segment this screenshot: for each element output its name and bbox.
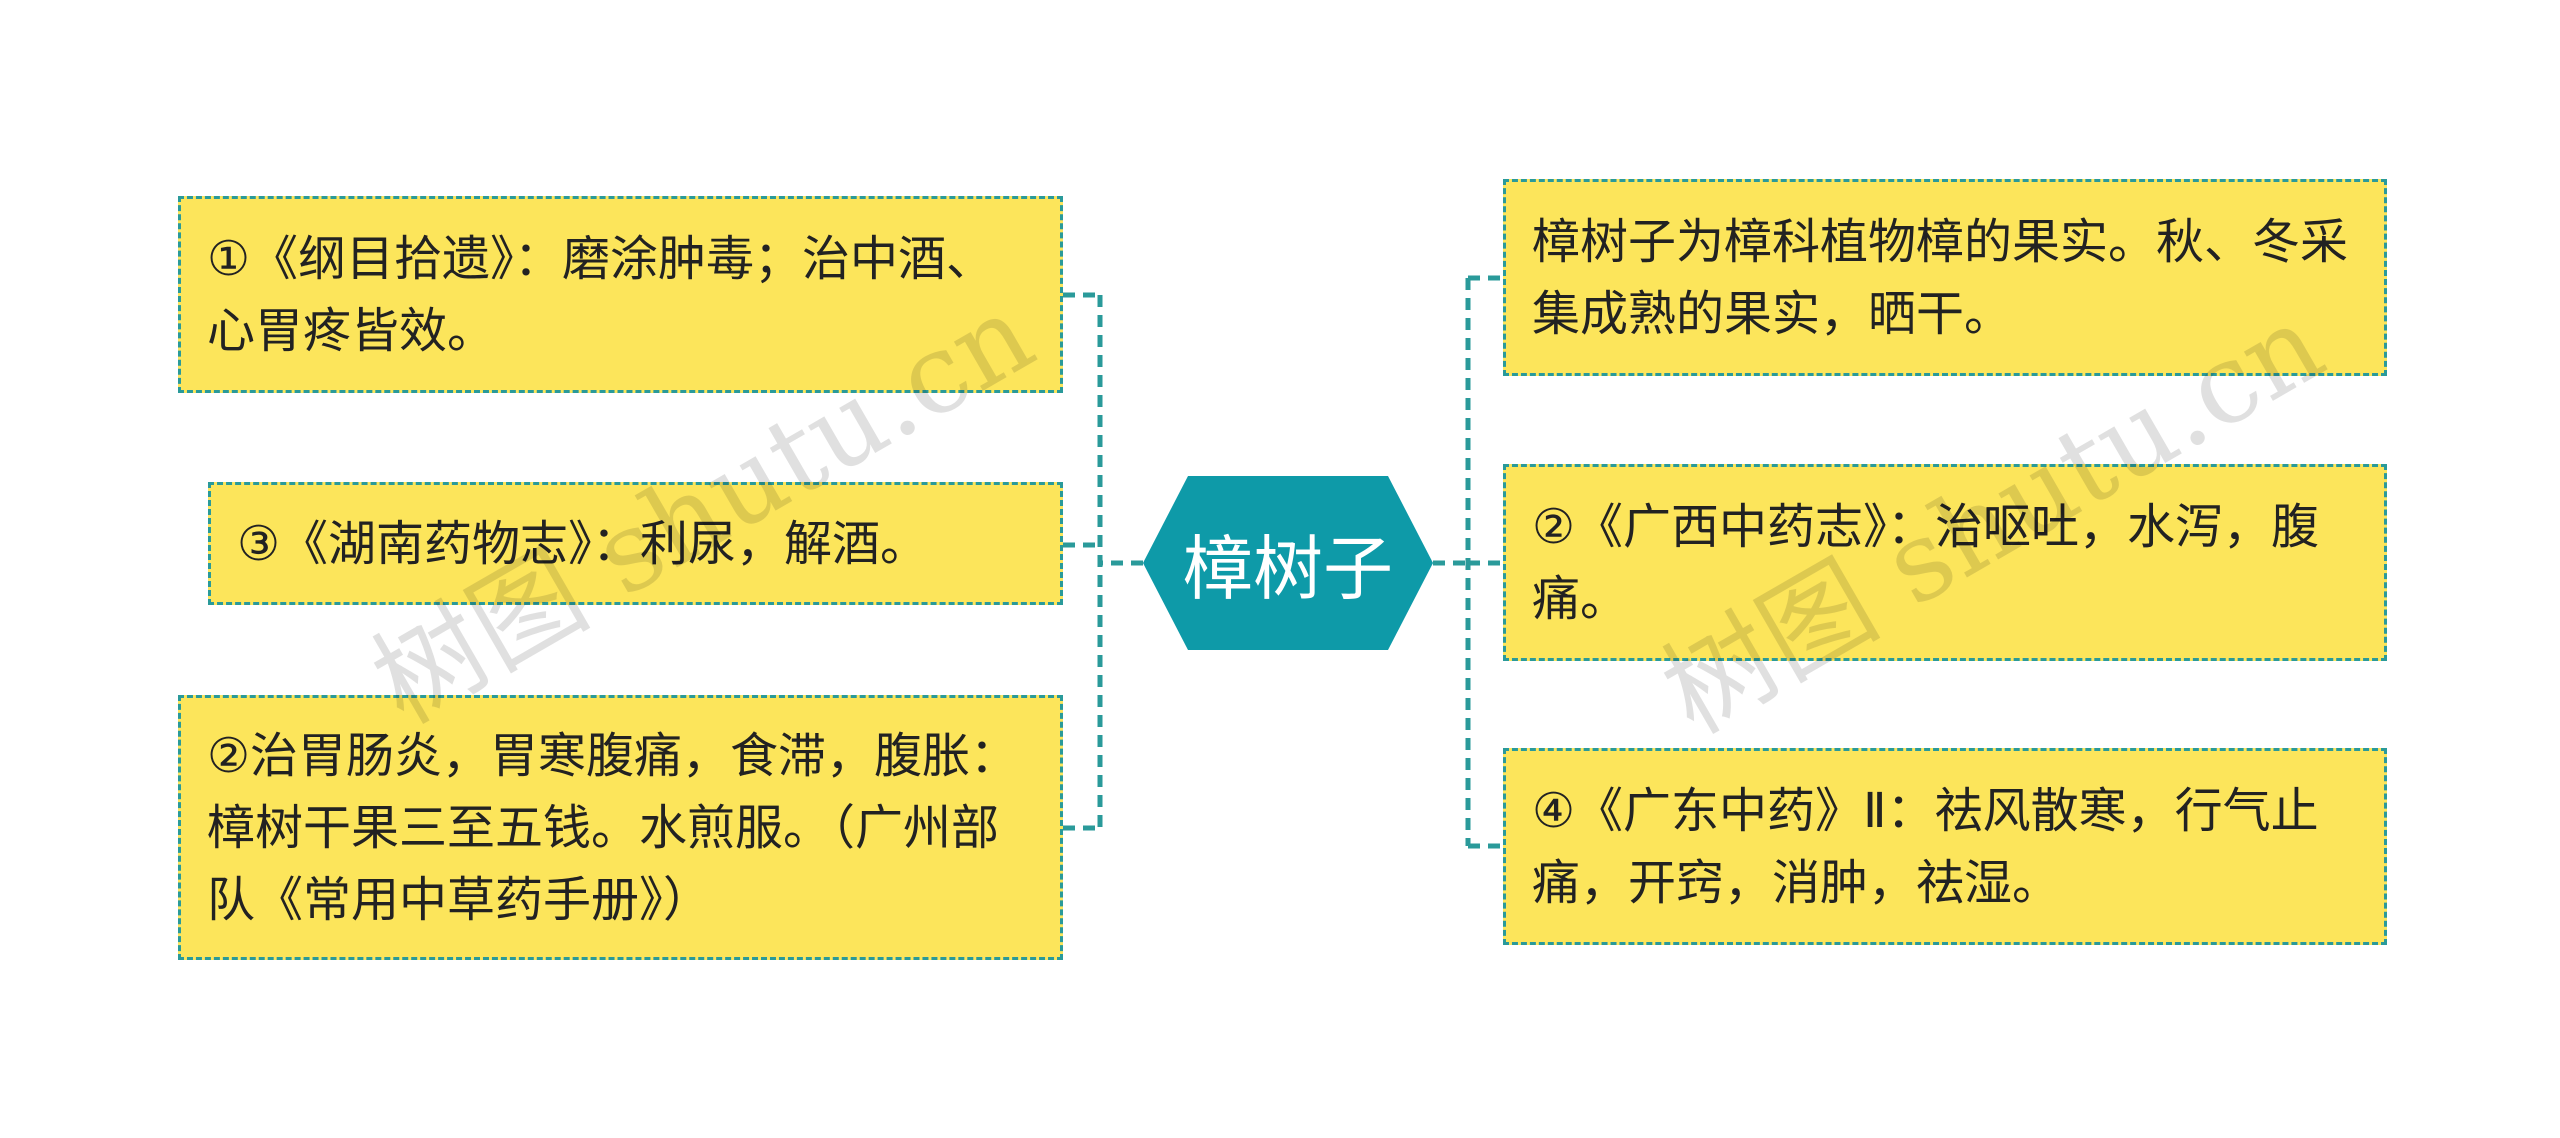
left-node-1-text: ①《纲目拾遗》：磨涂肿毒；治中酒、心胃疼皆效。 (207, 230, 995, 359)
right-node-3[interactable]: ④《广东中药》Ⅱ：祛风散寒，行气止痛，开窍，消肿，祛湿。 (1503, 748, 2387, 945)
right-node-2-text: ②《广西中药志》：治呕吐，水泻，腹痛。 (1532, 498, 2320, 627)
right-node-1-text: 樟树子为樟科植物樟的果实。秋、冬采集成熟的果实，晒干。 (1532, 213, 2349, 342)
left-node-1[interactable]: ①《纲目拾遗》：磨涂肿毒；治中酒、心胃疼皆效。 (178, 196, 1063, 393)
right-node-1[interactable]: 樟树子为樟科植物樟的果实。秋、冬采集成熟的果实，晒干。 (1503, 179, 2387, 376)
left-node-3[interactable]: ②治胃肠炎，胃寒腹痛，食滞，腹胀：樟树干果三至五钱。水煎服。（广州部队《常用中草… (178, 695, 1063, 960)
left-node-2-text: ③《湖南药物志》：利尿，解酒。 (237, 515, 929, 572)
left-node-2[interactable]: ③《湖南药物志》：利尿，解酒。 (208, 482, 1063, 605)
right-node-2[interactable]: ②《广西中药志》：治呕吐，水泻，腹痛。 (1503, 464, 2387, 661)
left-node-3-text: ②治胃肠炎，胃寒腹痛，食滞，腹胀：樟树干果三至五钱。水煎服。（广州部队《常用中草… (207, 727, 1019, 928)
central-topic-label: 樟树子 (1183, 527, 1393, 610)
central-topic[interactable]: 樟树子 (1143, 476, 1433, 650)
right-node-3-text: ④《广东中药》Ⅱ：祛风散寒，行气止痛，开窍，消肿，祛湿。 (1532, 782, 2319, 911)
hexagon-shape (1143, 476, 1433, 650)
